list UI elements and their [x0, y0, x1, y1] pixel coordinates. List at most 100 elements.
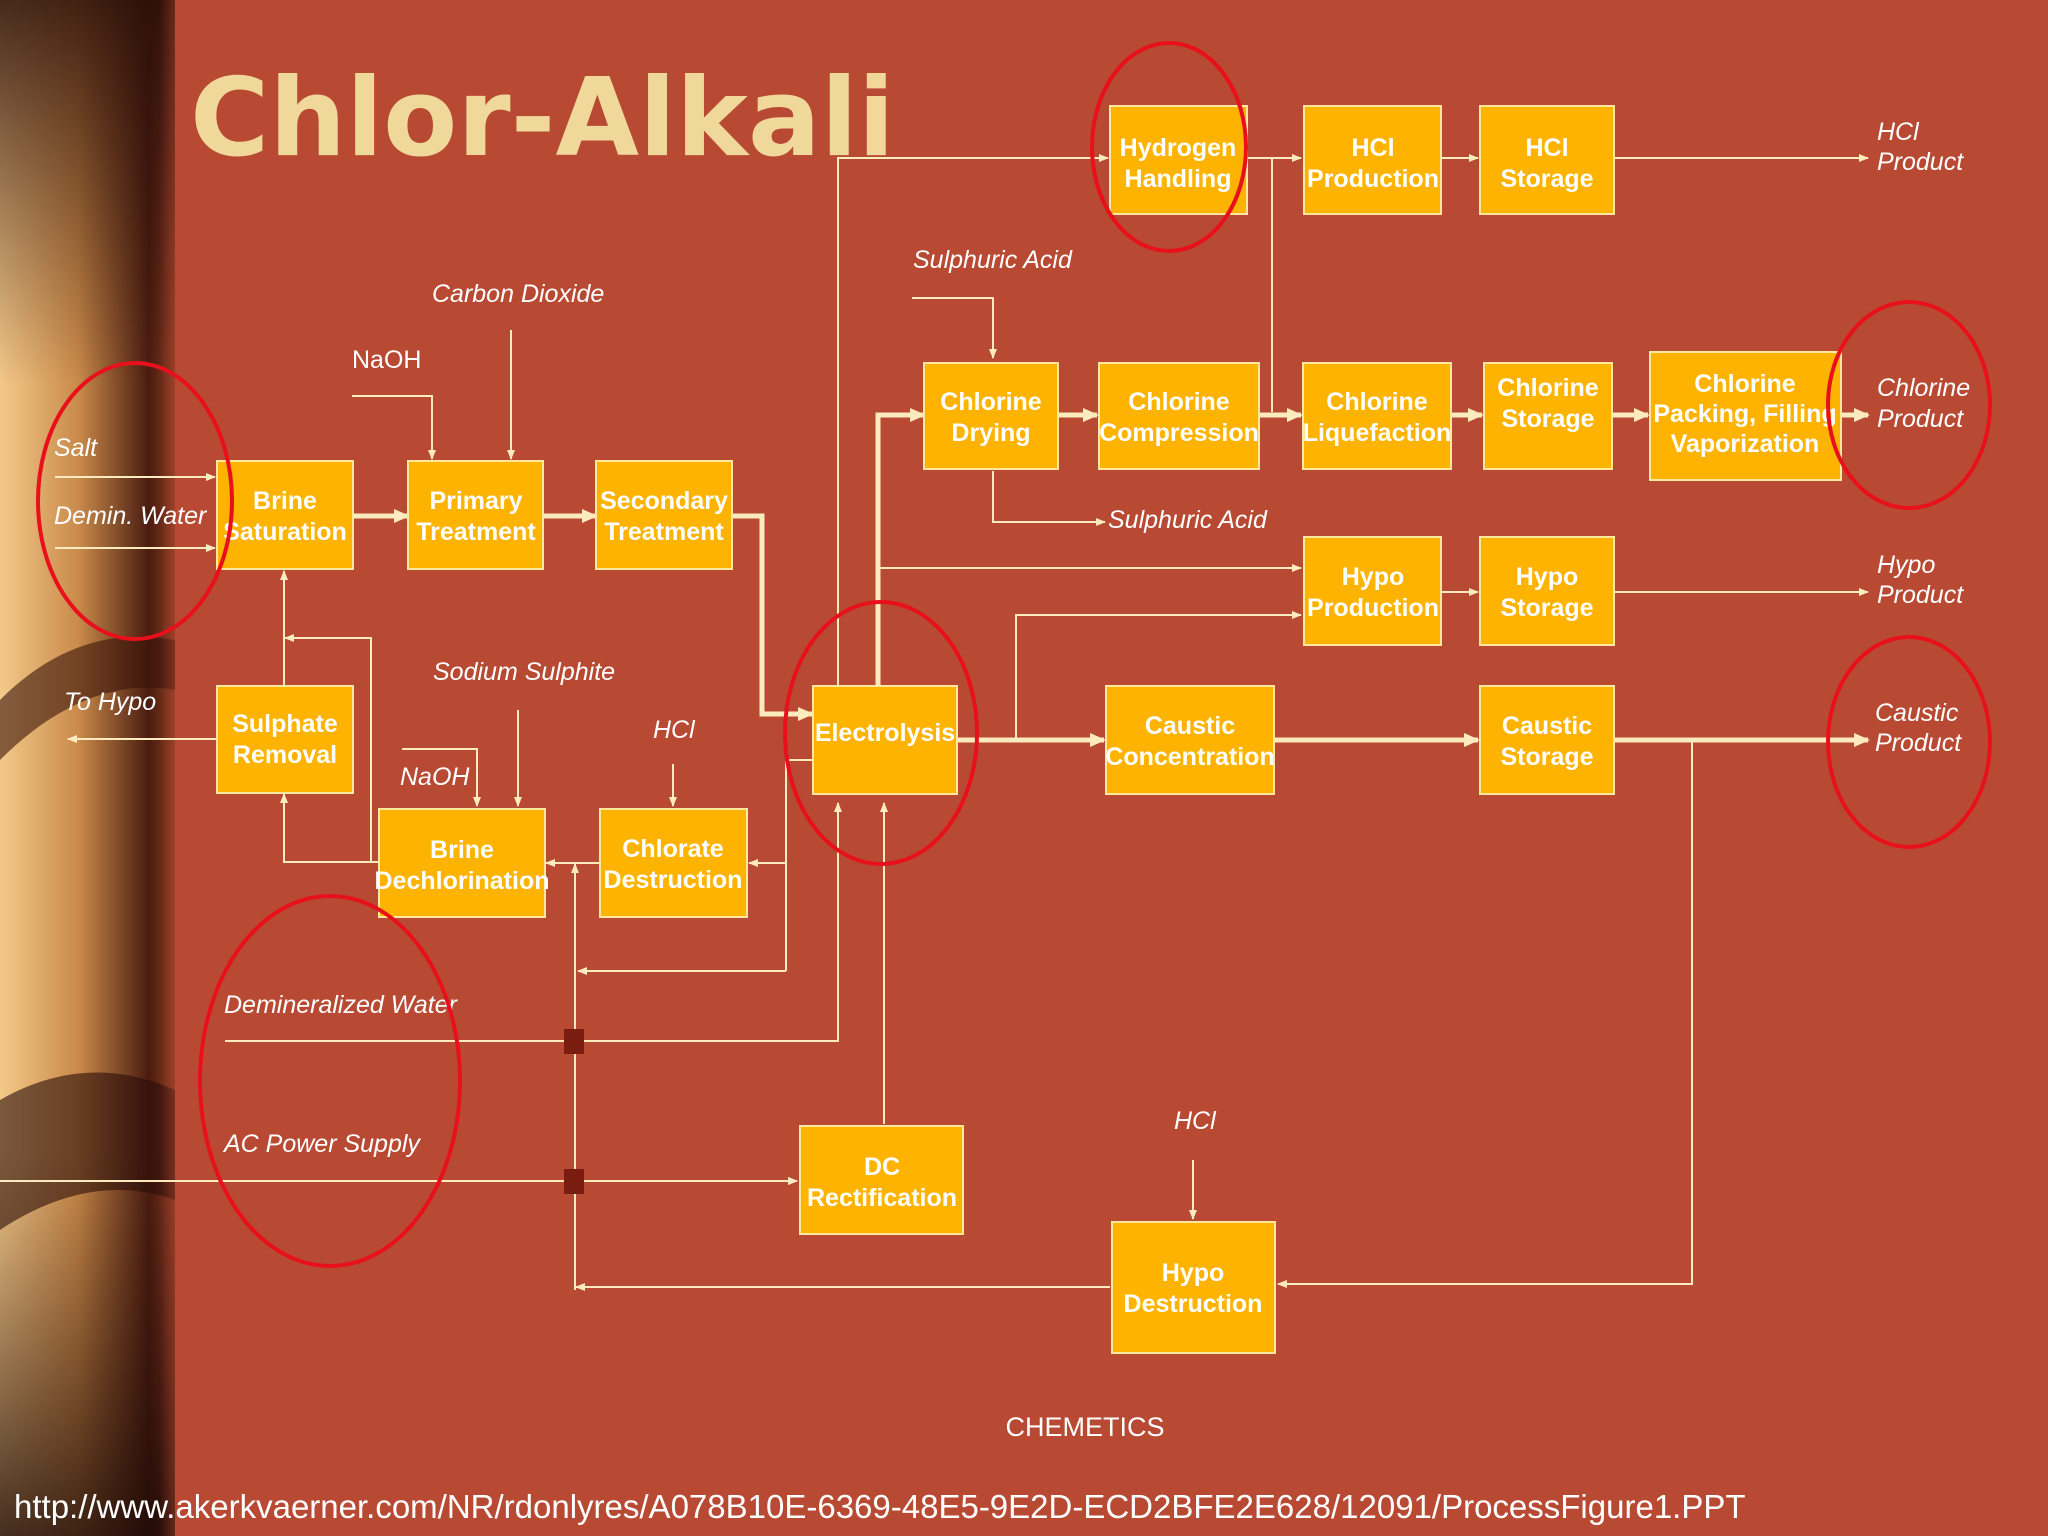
- highlight-oval: [1826, 635, 1992, 849]
- highlight-oval: [198, 894, 462, 1268]
- box-label: Hydrogen: [1120, 134, 1237, 162]
- chlorine-product-label: Product: [1877, 405, 1964, 433]
- box-label: Chlorate: [622, 835, 724, 863]
- box-hypo-production: Hypo Production: [1303, 536, 1442, 646]
- box-label: Chlorine: [1694, 370, 1795, 398]
- box-label: Packing, Filling: [1653, 400, 1836, 428]
- box-label: Hypo: [1162, 1259, 1225, 1287]
- highlight-oval: [36, 361, 234, 641]
- box-brine-dechlorination: Brine Dechlorination: [374, 808, 550, 918]
- box-label: DC: [864, 1153, 900, 1181]
- box-label: Production: [1307, 594, 1439, 622]
- box-label: Brine: [430, 836, 494, 864]
- box-label: Rectification: [807, 1184, 957, 1212]
- ac-power-supply-label: AC Power Supply: [222, 1130, 421, 1158]
- to-hypo-label: To Hypo: [64, 688, 156, 716]
- naoh-label: NaOH: [400, 763, 470, 791]
- box-label: Hypo: [1516, 563, 1579, 591]
- highlight-ovals: [36, 41, 1992, 1268]
- highlight-oval: [1826, 300, 1992, 510]
- box-dc-rectification: DC Rectification: [799, 1125, 964, 1235]
- box-label: Production: [1307, 165, 1439, 193]
- svg-text:Hydrogen: Hydrogen: [1120, 134, 1237, 162]
- box-chlorine-drying: Chlorine Drying: [923, 362, 1059, 470]
- box-hypo-destruction: Hypo Destruction: [1111, 1221, 1276, 1354]
- box-label: Storage: [1500, 594, 1593, 622]
- box-caustic-concentration: Caustic Concentration: [1105, 685, 1275, 795]
- box-label: Chlorine: [940, 388, 1041, 416]
- box-label: Dechlorination: [374, 867, 549, 895]
- box-label: Storage: [1501, 405, 1594, 433]
- carbon-dioxide-label: Carbon Dioxide: [432, 280, 604, 308]
- box-label: Vaporization: [1671, 430, 1820, 458]
- box-brine-saturation: Brine Saturation: [216, 460, 354, 570]
- box-chlorine-packing: Chlorine Packing, Filling Vaporization: [1649, 351, 1842, 481]
- stream-labels: HCl Product Chlorine Product Hypo Produc…: [54, 118, 1970, 1158]
- junction-marker: [564, 1169, 584, 1194]
- box-label: Treatment: [604, 518, 724, 546]
- sulphuric-acid-out-label: Sulphuric Acid: [1108, 506, 1268, 534]
- naoh-label: NaOH: [352, 346, 421, 374]
- box-label: Treatment: [416, 518, 536, 546]
- box-primary-treatment: Primary Treatment: [407, 460, 544, 570]
- connectors: [0, 154, 1870, 1291]
- box-label: Sulphate: [232, 710, 338, 738]
- salt-label: Salt: [54, 434, 98, 462]
- box-label: Storage: [1500, 165, 1593, 193]
- box-label: Caustic: [1502, 712, 1592, 740]
- box-hcl-storage: HCl Storage: [1479, 105, 1615, 215]
- box-label: Secondary: [600, 487, 728, 515]
- box-label: HCl: [1525, 134, 1568, 162]
- box-label: Destruction: [1124, 1290, 1263, 1318]
- box-label: Brine: [253, 487, 317, 515]
- box-electrolysis: Electrolysis: [812, 685, 958, 795]
- source-url: http://www.akerkvaerner.com/NR/rdonlyres…: [14, 1488, 1746, 1525]
- hypo-product-label: Hypo: [1877, 551, 1935, 579]
- box-label: Removal: [233, 741, 337, 769]
- box-label: Handling: [1125, 165, 1232, 193]
- highlight-oval: [783, 600, 979, 866]
- box-chlorine-liquefaction: Chlorine Liquefaction: [1302, 362, 1452, 470]
- box-hydrogen-handling: Hydrogen Handling: [1109, 105, 1248, 215]
- hypo-product-label: Product: [1877, 581, 1964, 609]
- box-label: Destruction: [604, 866, 743, 894]
- hcl-label: HCl: [1174, 1107, 1217, 1135]
- caustic-product-label: Product: [1875, 729, 1962, 757]
- box-label: Concentration: [1105, 743, 1274, 771]
- box-label: HCl: [1351, 134, 1394, 162]
- credit-text: CHEMETICS: [1005, 1412, 1164, 1442]
- demin-water-label: Demin. Water: [54, 502, 208, 530]
- box-label: Primary: [429, 487, 522, 515]
- hcl-label: HCl: [653, 716, 696, 744]
- box-label: Electrolysis: [815, 719, 955, 747]
- sulphuric-acid-in-label: Sulphuric Acid: [913, 246, 1073, 274]
- box-chlorate-destruction: Chlorate Destruction: [599, 808, 748, 918]
- demineralized-water-label: Demineralized Water: [224, 991, 459, 1019]
- box-label: Compression: [1099, 419, 1259, 447]
- highlight-oval: [1090, 41, 1248, 253]
- page-title: Chlor-Alkali: [190, 56, 895, 181]
- box-label: Chlorine: [1497, 374, 1598, 402]
- box-sulphate-removal: Sulphate Removal: [216, 685, 354, 794]
- box-hcl-production: HCl Production: [1303, 105, 1442, 215]
- sodium-sulphite-label: Sodium Sulphite: [433, 658, 615, 686]
- box-label: Caustic: [1145, 712, 1235, 740]
- box-label: Hypo: [1342, 563, 1405, 591]
- box-caustic-storage: Caustic Storage: [1479, 685, 1615, 795]
- box-label: Liquefaction: [1303, 419, 1452, 447]
- svg-text:Handling: Handling: [1125, 165, 1232, 193]
- box-label: Storage: [1500, 743, 1593, 771]
- junction-marker: [564, 1029, 584, 1054]
- chlorine-product-label: Chlorine: [1877, 374, 1970, 402]
- hcl-product-label: Product: [1877, 148, 1964, 176]
- box-label: Drying: [951, 419, 1030, 447]
- box-secondary-treatment: Secondary Treatment: [595, 460, 733, 570]
- box-hypo-storage: Hypo Storage: [1479, 536, 1615, 646]
- hcl-product-label: HCl: [1877, 118, 1920, 146]
- box-label: Saturation: [223, 518, 347, 546]
- box-chlorine-compression: Chlorine Compression: [1098, 362, 1260, 470]
- box-label: Chlorine: [1326, 388, 1427, 416]
- caustic-product-label: Caustic: [1875, 699, 1959, 727]
- box-label: Chlorine: [1128, 388, 1229, 416]
